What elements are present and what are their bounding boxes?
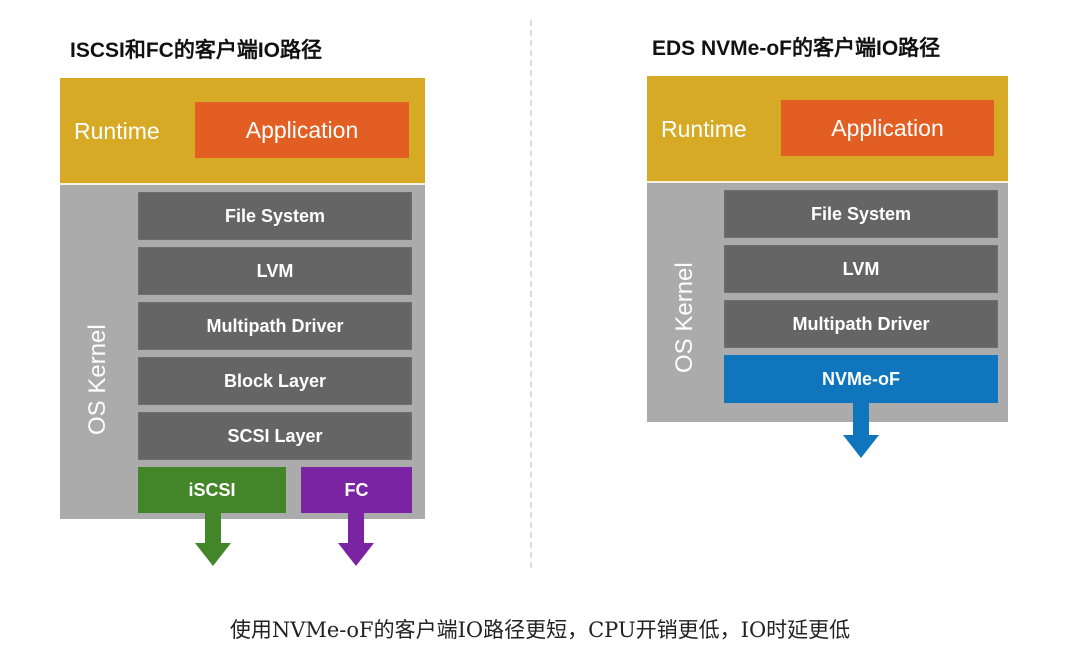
right-layer-lvm: LVM (724, 245, 998, 293)
left-application-box: Application (195, 102, 409, 158)
nvme-of-down-arrow-icon (843, 403, 879, 458)
right-application-box: Application (781, 100, 994, 156)
left-layer-multipath-driver: Multipath Driver (138, 302, 412, 350)
fc-down-arrow-icon (338, 513, 374, 566)
left-layer-file-system: File System (138, 192, 412, 240)
right-diagram-title: EDS NVMe-oF的客户端IO路径 (652, 37, 941, 60)
right-protocol-nvme-of: NVMe-oF (724, 355, 998, 403)
caption: 使用NVMe-oF的客户端IO路径更短，CPU开销更低，IO时延更低 (229, 618, 851, 642)
left-runtime-band: Runtime Application (60, 78, 425, 183)
left-diagram-title: ISCSI和FC的客户端IO路径 (70, 39, 323, 62)
left-layer-lvm: LVM (138, 247, 412, 295)
iscsi-down-arrow-icon (195, 513, 231, 566)
right-layer-file-system: File System (724, 190, 998, 238)
left-protocol-fc: FC (301, 467, 412, 513)
right-layer-multipath-driver: Multipath Driver (724, 300, 998, 348)
right-runtime-label: Runtime (661, 116, 747, 142)
right-runtime-band: Runtime Application (647, 76, 1008, 181)
right-os-kernel-label: OS Kernel (671, 262, 698, 373)
left-layer-scsi-layer: SCSI Layer (138, 412, 412, 460)
section-divider (530, 20, 532, 568)
left-os-kernel-label: OS Kernel (84, 324, 111, 435)
left-layer-block-layer: Block Layer (138, 357, 412, 405)
left-runtime-label: Runtime (74, 118, 160, 144)
left-protocol-iscsi: iSCSI (138, 467, 286, 513)
